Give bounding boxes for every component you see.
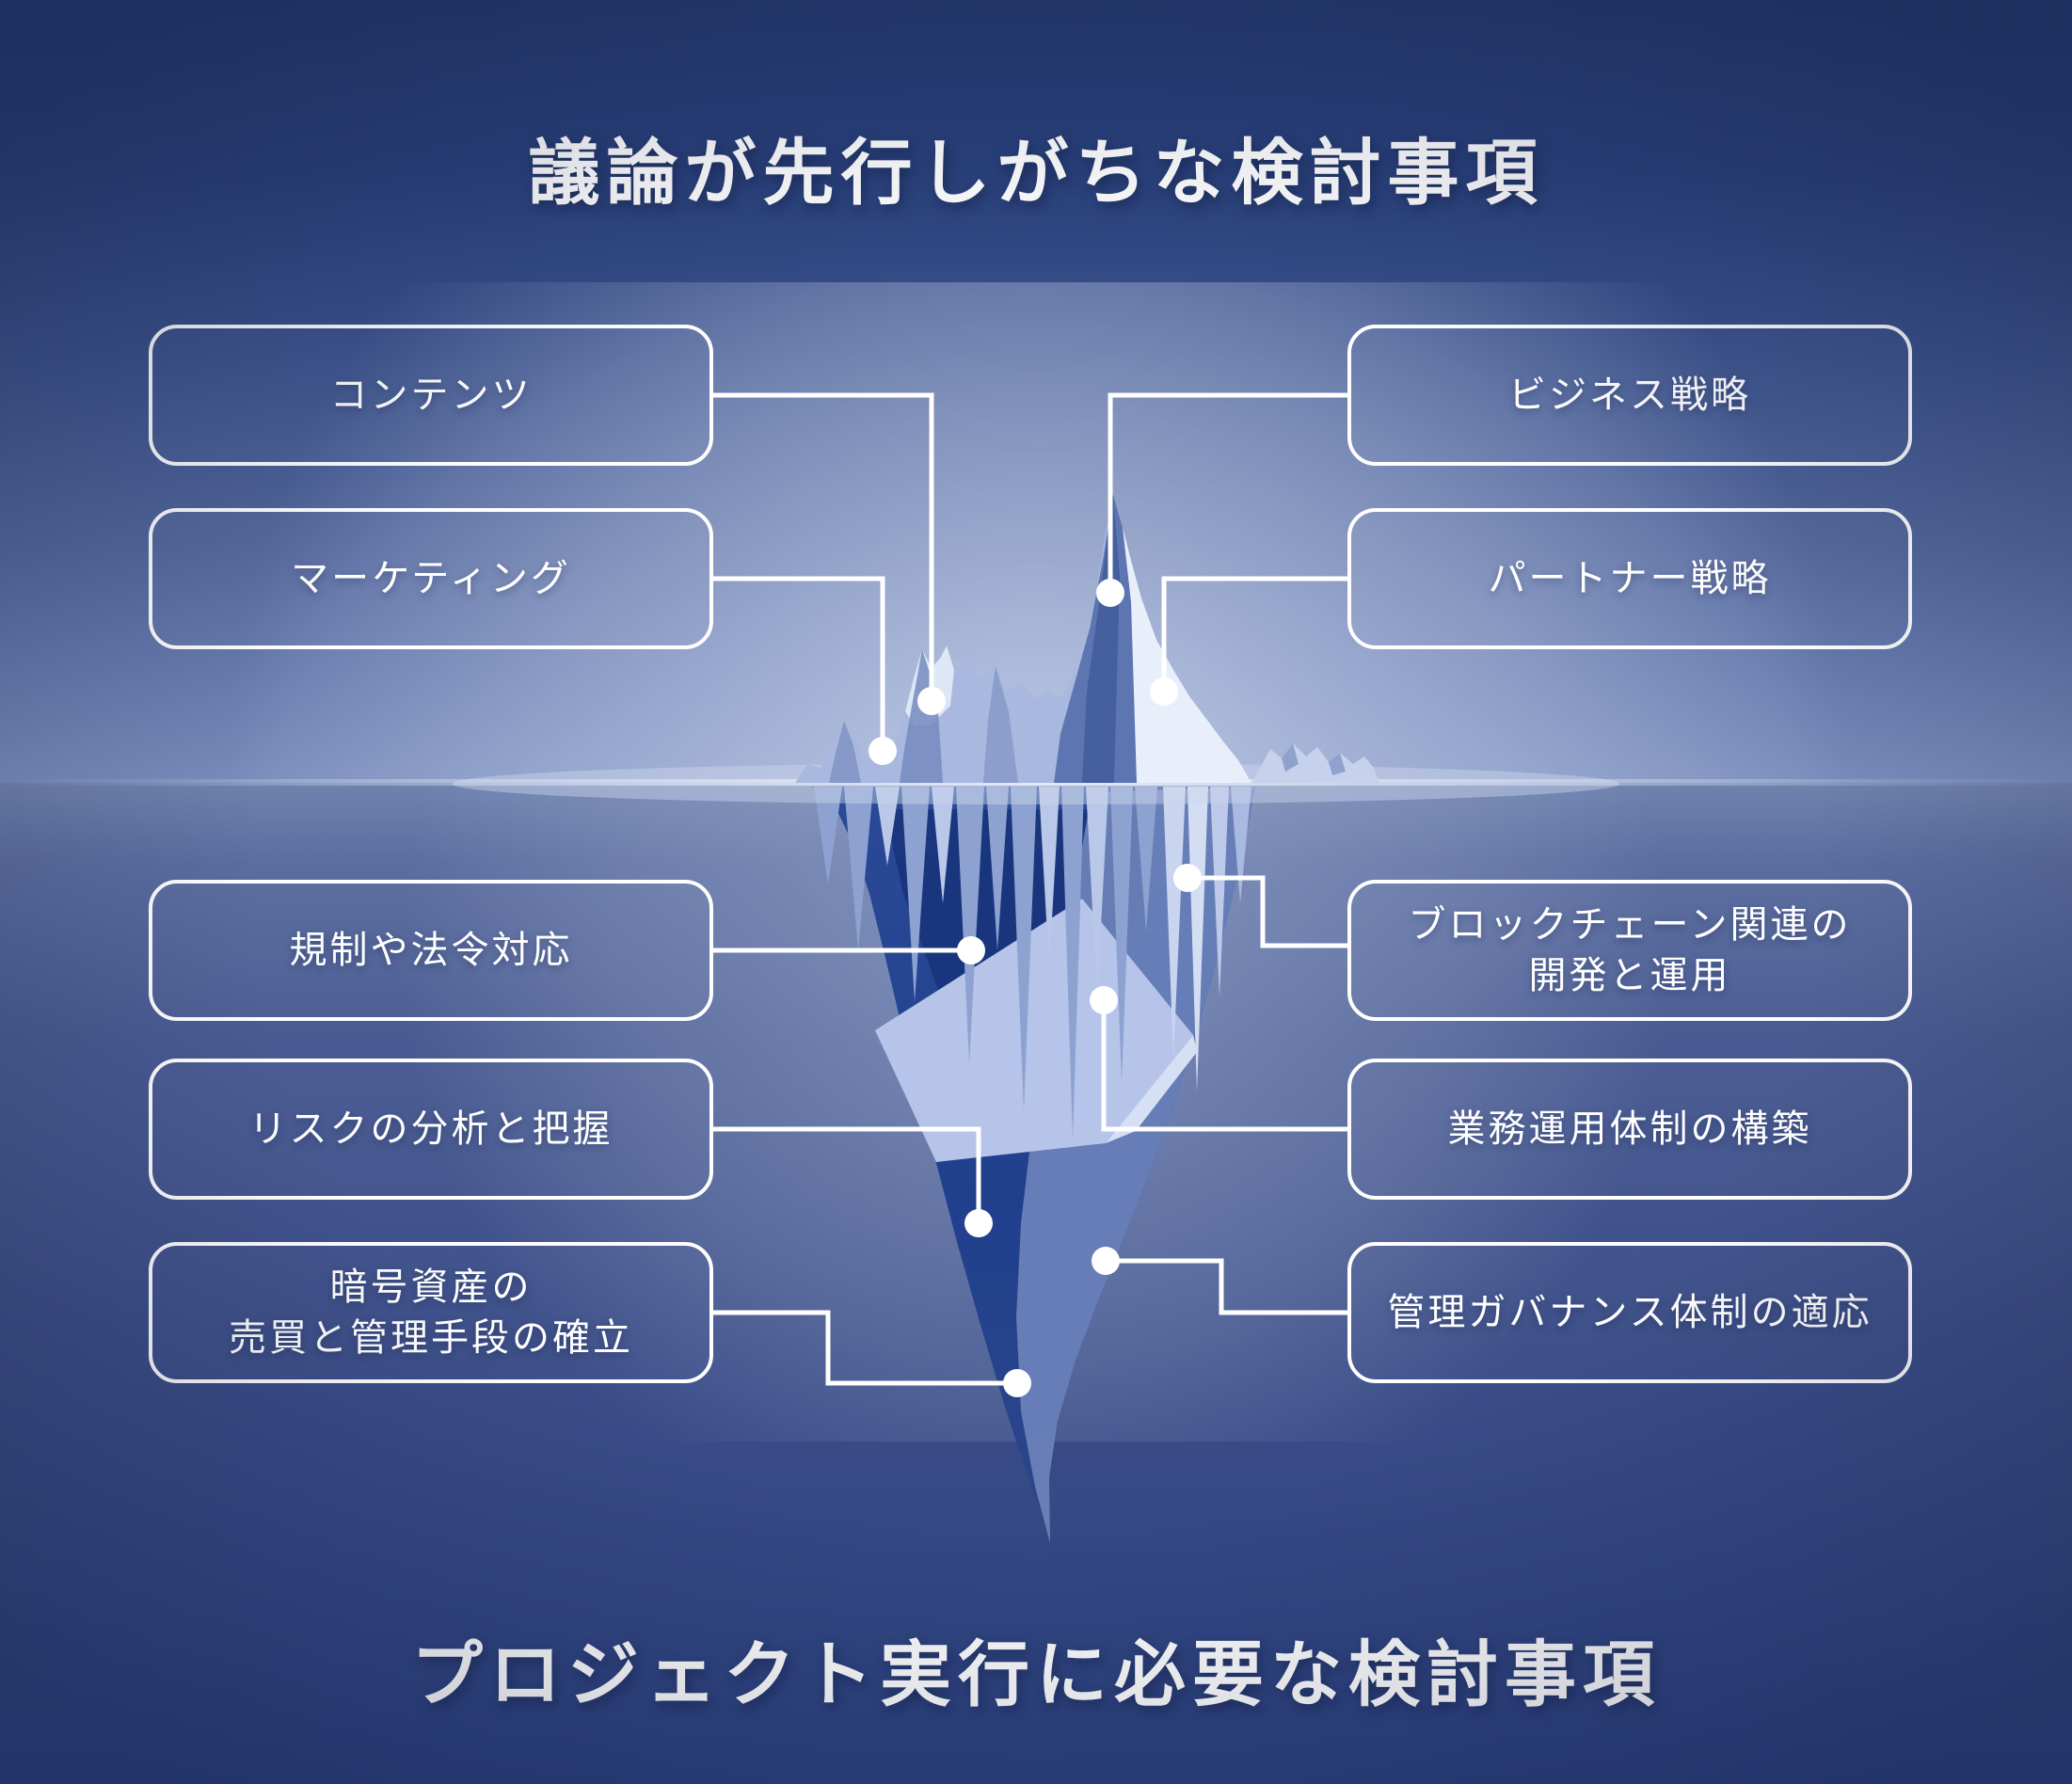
label-box-governance: 管理ガバナンス体制の適応 [1347, 1242, 1912, 1383]
connector-risk-analysis [713, 1126, 981, 1223]
connector-dot-risk-analysis [964, 1209, 993, 1237]
connector-dot-blockchain-dev [1173, 864, 1202, 892]
connector-dot-governance [1092, 1247, 1120, 1275]
label-box-blockchain-dev: ブロックチェーン関連の 開発と運用 [1347, 880, 1912, 1021]
label-box-biz-operations-text: 業務運用体制の構築 [1447, 1108, 1812, 1150]
connector-governance [1106, 1258, 1347, 1315]
label-box-marketing-text: マーケティング [291, 558, 571, 599]
label-box-risk-analysis: リスクの分析と把握 [149, 1059, 713, 1200]
connector-dot-partner-strategy [1150, 677, 1178, 706]
label-box-marketing: マーケティング [149, 508, 713, 649]
connector-dot-business-strategy [1096, 579, 1124, 607]
connector-dot-contents [917, 687, 946, 715]
connector-dot-crypto-asset [1003, 1369, 1031, 1397]
bottom-title: プロジェクト実行に必要な検討事項 [411, 1635, 1661, 1715]
label-box-biz-operations: 業務運用体制の構築 [1347, 1059, 1912, 1200]
label-box-contents-text: コンテンツ [329, 374, 533, 416]
label-box-regulation-legal-text: 規制や法令対応 [289, 930, 573, 971]
label-box-regulation-legal: 規制や法令対応 [149, 880, 713, 1021]
connector-crypto-asset [713, 1310, 1017, 1386]
connector-lines [713, 392, 1347, 1386]
label-box-partner-strategy: パートナー戦略 [1347, 508, 1912, 649]
label-box-risk-analysis-text: リスクの分析と把握 [248, 1108, 614, 1150]
connector-contents [713, 392, 934, 701]
connector-partner-strategy [1161, 576, 1347, 692]
label-box-crypto-asset: 暗号資産の 売買と管理手段の確立 [149, 1242, 713, 1383]
connector-dot-regulation-legal [957, 936, 985, 964]
connector-blockchain-dev [1187, 875, 1347, 948]
label-box-crypto-asset-text: 暗号資産の 売買と管理手段の確立 [229, 1266, 633, 1359]
top-title: 議論が先行しがちな検討事項 [528, 134, 1544, 214]
iceberg-below-water [811, 787, 1255, 1543]
connector-dots [869, 579, 1202, 1397]
connector-business-strategy [1108, 392, 1347, 593]
connector-dot-marketing [869, 737, 897, 765]
label-box-contents: コンテンツ [149, 325, 713, 466]
connector-marketing [713, 576, 885, 751]
label-box-blockchain-dev-text: ブロックチェーン関連の 開発と運用 [1408, 904, 1852, 996]
label-box-governance-text: 管理ガバナンス体制の適応 [1387, 1292, 1873, 1333]
label-box-business-strategy-text: ビジネス戦略 [1508, 374, 1751, 416]
label-box-business-strategy: ビジネス戦略 [1347, 325, 1912, 466]
label-box-partner-strategy-text: パートナー戦略 [1488, 558, 1772, 599]
iceberg-above-water [795, 494, 1379, 783]
connector-biz-operations [1101, 1000, 1347, 1132]
connector-dot-biz-operations [1090, 986, 1118, 1014]
